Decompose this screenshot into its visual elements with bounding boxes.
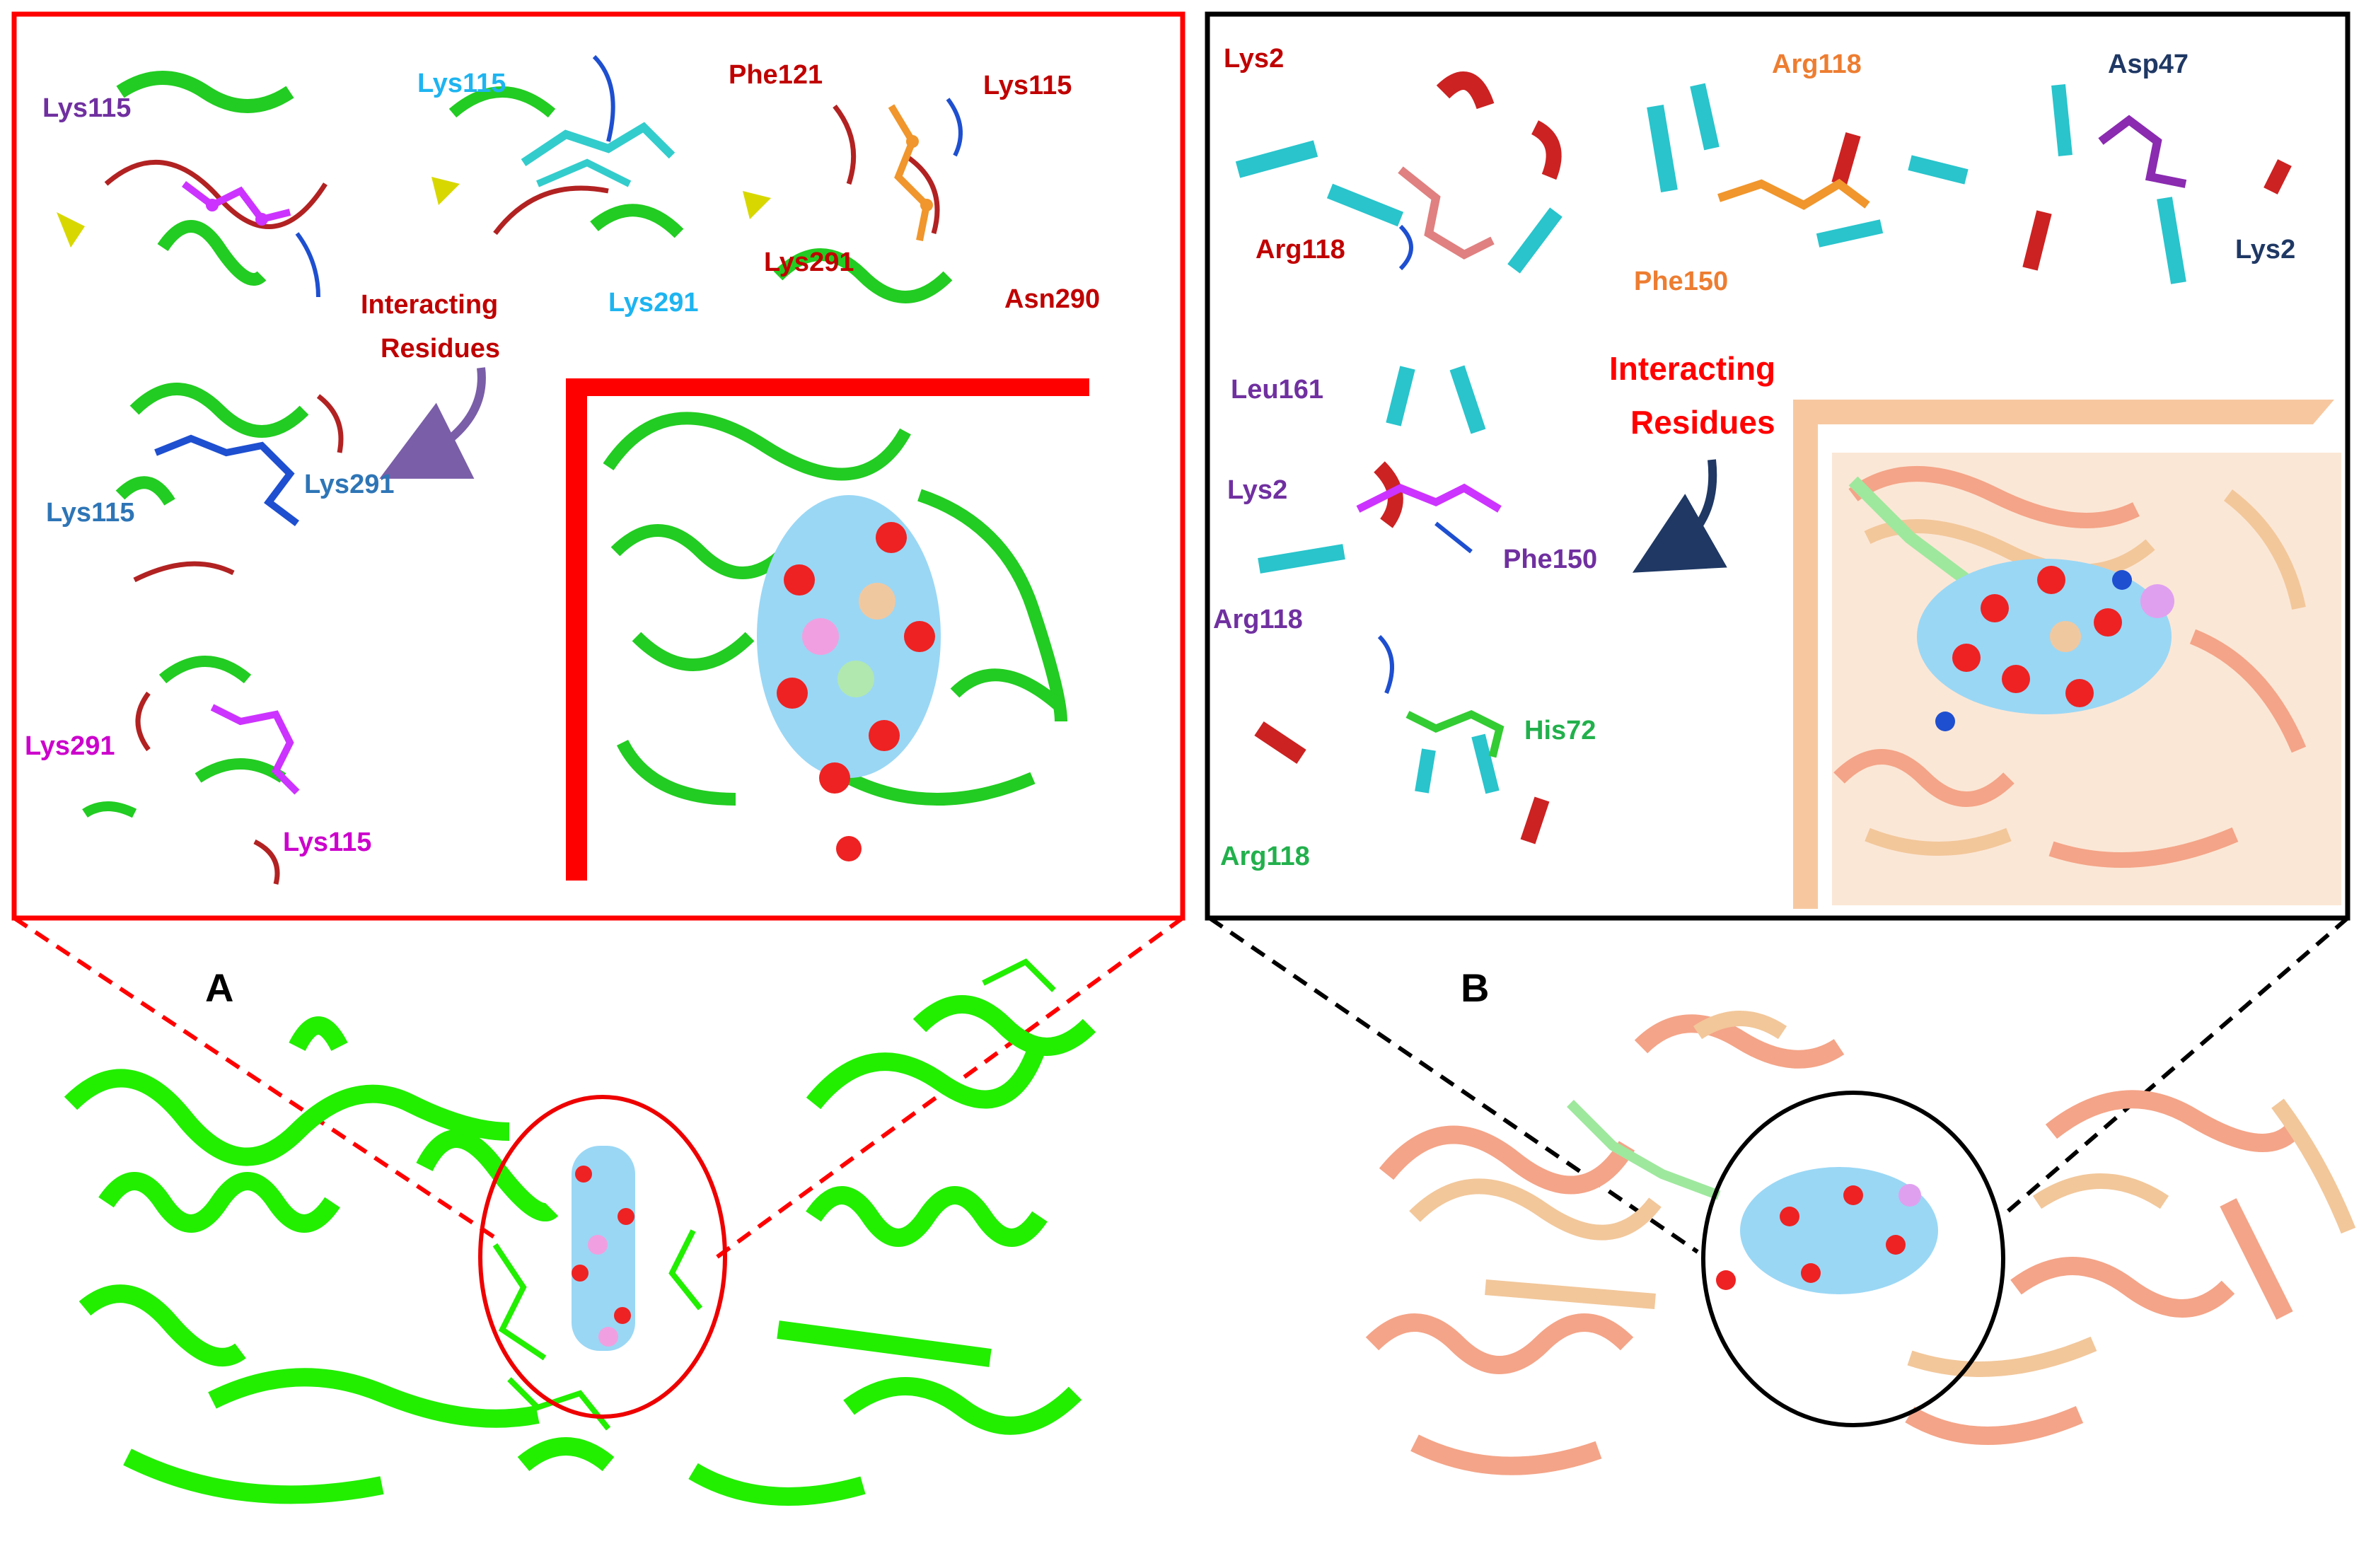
residue-label-a2-0: Lys115 [417,69,506,98]
panel-b-binding-site-ring [1701,1091,2005,1427]
residue-label-b3-0: Asp47 [2108,50,2189,79]
panel-b-interacting-arrow [1632,459,1727,573]
residue-label-a3-1: Lys115 [983,71,1072,100]
panel-a-inset [11,11,1186,921]
panel-b-zoom-line-right [2000,916,2349,1219]
panel-b-inset [1205,11,2350,921]
panel-b-cluster-2 [1647,83,1969,248]
residue-label-a1-0: Lys115 [42,93,131,123]
residue-label-a3-2: Lys291 [764,248,854,277]
residue-label-b5-0: His72 [1524,716,1596,745]
panel-a-cluster-4 [115,383,344,583]
panel-b-zoom-line-left [1208,916,1699,1254]
residue-label-b4-1: Lys2 [1227,475,1287,505]
panel-letter-b: B [1461,965,1489,1010]
panel-a-protein-detail [492,958,1056,1431]
residue-label-b4-2: Phe150 [1503,545,1597,574]
panel-b-zoom-box [1793,400,2341,909]
residue-label-b4-3: Arg118 [1213,605,1303,634]
panel-b-cluster-3 [2022,84,2292,284]
residue-label-b4-0: Leu161 [1231,375,1323,405]
panel-b-ligand-cluster [1848,476,2174,731]
residue-label-a3-0: Phe121 [729,60,823,90]
panel-a-protein [64,995,1096,1506]
panel-a-cluster-5 [82,656,300,885]
residue-label-b5-1: Arg118 [1220,842,1310,871]
panel-a-cluster-3 [743,98,963,303]
panel-a-ligand-cluster [757,495,941,861]
panel-a-binding-site-ring [478,1095,727,1419]
panel-b-cluster-4 [1258,365,1502,574]
panel-b-ligand-site [1567,1100,1938,1294]
panel-a-interacting-arrow [379,367,486,479]
panel-a-cluster-1 [57,71,327,298]
residue-label-a2-1: Lys291 [608,288,698,318]
residue-label-b2-0: Arg118 [1772,50,1862,79]
interacting-label-b-line1: Interacting [1609,350,1775,387]
panel-b-protein [1365,1011,2356,1475]
interacting-label-b-line2: Residues [1630,404,1775,441]
residue-label-a5-1: Lys115 [283,827,371,857]
panel-b-cluster-1 [1235,71,1563,274]
panel-a-zoom-line-left [13,916,497,1240]
residue-label-a4-1: Lys291 [304,470,394,499]
residue-label-a3-3: Asn290 [1004,284,1100,314]
residue-label-b1-1: Arg118 [1256,235,1345,265]
residue-label-b2-1: Phe150 [1634,267,1728,296]
panel-b-cluster-5 [1254,634,1550,844]
interacting-label-a-line1: Interacting [361,290,498,320]
residue-label-b1-0: Lys2 [1224,44,1284,74]
residue-label-b3-1: Lys2 [2235,235,2295,265]
panel-letter-a: A [205,965,233,1010]
interacting-label-a-line2: Residues [381,334,500,364]
panel-a-zoom-box [566,378,1089,884]
residue-label-a5-0: Lys291 [25,731,115,761]
panel-a-cluster-2 [431,54,684,238]
panel-a-ligand-site [572,1146,635,1351]
residue-label-a4-0: Lys115 [46,498,134,528]
